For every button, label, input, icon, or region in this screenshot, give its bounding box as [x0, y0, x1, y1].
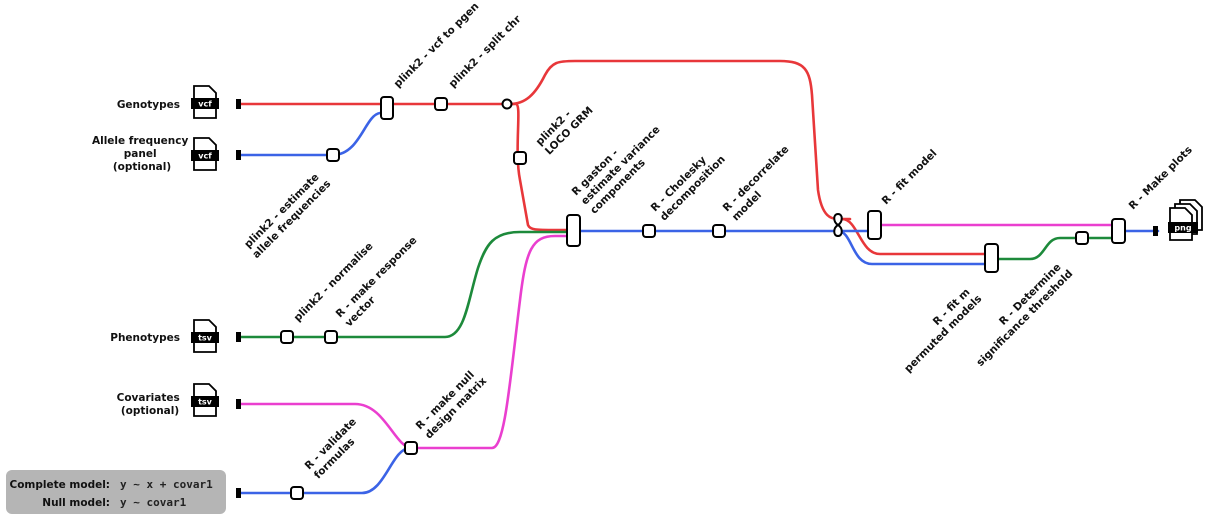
- phenotypes-cap: [236, 332, 241, 342]
- node-model-junction: [833, 212, 843, 238]
- legend-complete-formula: y ~ x + covar1: [120, 478, 213, 491]
- formulas-cap: [236, 488, 241, 498]
- main-permuted-track: [836, 229, 992, 266]
- node-gaston[interactable]: [566, 214, 581, 247]
- node-estimate-allele-freq[interactable]: [326, 148, 340, 162]
- node-significance[interactable]: [1075, 231, 1089, 245]
- step-label-fit-permuted: R - fit m permuted models: [893, 284, 984, 375]
- allele-cap: [236, 150, 241, 160]
- output-file-ext: png: [1174, 224, 1191, 233]
- phenotypes-label: Phenotypes: [110, 332, 180, 344]
- allele-file-ext: vcf: [198, 152, 212, 161]
- node-genotype-branch: [501, 98, 513, 110]
- step-label-fit-model: R - fit model: [880, 147, 940, 207]
- step-label-significance: R - Determine significance threshold: [965, 259, 1075, 369]
- model-legend: Complete model: y ~ x + covar1 Null mode…: [6, 470, 226, 514]
- node-fit-model[interactable]: [867, 210, 882, 240]
- node-fit-permuted[interactable]: [984, 243, 999, 273]
- step-label-decorrelate: R - decorrelate model: [721, 141, 804, 224]
- node-cholesky[interactable]: [642, 224, 656, 238]
- node-normalise[interactable]: [280, 330, 294, 344]
- significance-track: [990, 236, 1120, 261]
- legend-null-formula: y ~ covar1: [120, 496, 187, 509]
- step-label-response-vector: R - make response vector: [334, 232, 432, 330]
- legend-null-label: Null model:: [42, 497, 110, 509]
- node-loco-grm[interactable]: [513, 151, 527, 165]
- step-label-validate-formulas: R - validate formulas: [303, 413, 371, 481]
- genotypes-permuted-track: [840, 217, 992, 256]
- node-decorrelate[interactable]: [712, 224, 726, 238]
- step-label-null-design: R - make null design matrix: [414, 366, 490, 442]
- covariates-file-ext: tsv: [198, 398, 213, 407]
- genotypes-file-icon: vcf: [191, 85, 219, 119]
- node-make-plots[interactable]: [1111, 218, 1126, 244]
- node-response-vector[interactable]: [324, 330, 338, 344]
- allele-file-icon: vcf: [191, 137, 219, 171]
- covariates-track: [239, 234, 570, 450]
- phenotypes-track: [239, 230, 570, 339]
- allele-frequency-label: Allele frequency panel (optional): [92, 135, 192, 173]
- genotypes-cap: [236, 99, 241, 109]
- step-label-estimate-allele-freq: plink2 - estimate allele frequencies: [241, 169, 333, 261]
- allele-track: [239, 111, 389, 157]
- output-stacked-files-icon: png: [1168, 199, 1203, 241]
- phenotypes-file-ext: tsv: [198, 334, 213, 343]
- node-split-chr[interactable]: [434, 97, 448, 111]
- genotypes-chr-track: [508, 59, 852, 221]
- node-validate-formulas[interactable]: [290, 486, 304, 500]
- legend-complete-label: Complete model:: [10, 479, 110, 491]
- step-label-loco-grm: plink2 - LOCO GRM: [534, 95, 596, 157]
- genotypes-file-ext: vcf: [198, 100, 212, 109]
- covariates-cap: [236, 399, 241, 409]
- output-cap: [1153, 226, 1158, 236]
- node-vcf-to-pgen[interactable]: [380, 96, 394, 120]
- covariates-file-icon: tsv: [191, 383, 219, 417]
- legend-background: [6, 470, 226, 514]
- node-null-design[interactable]: [404, 441, 418, 455]
- step-label-cholesky: R - Cholesky decomposition: [649, 144, 728, 223]
- genotypes-track: [239, 102, 570, 232]
- covariates-label: Covariates (optional): [117, 392, 184, 417]
- phenotypes-file-icon: tsv: [191, 319, 219, 353]
- genotypes-label: Genotypes: [117, 99, 180, 111]
